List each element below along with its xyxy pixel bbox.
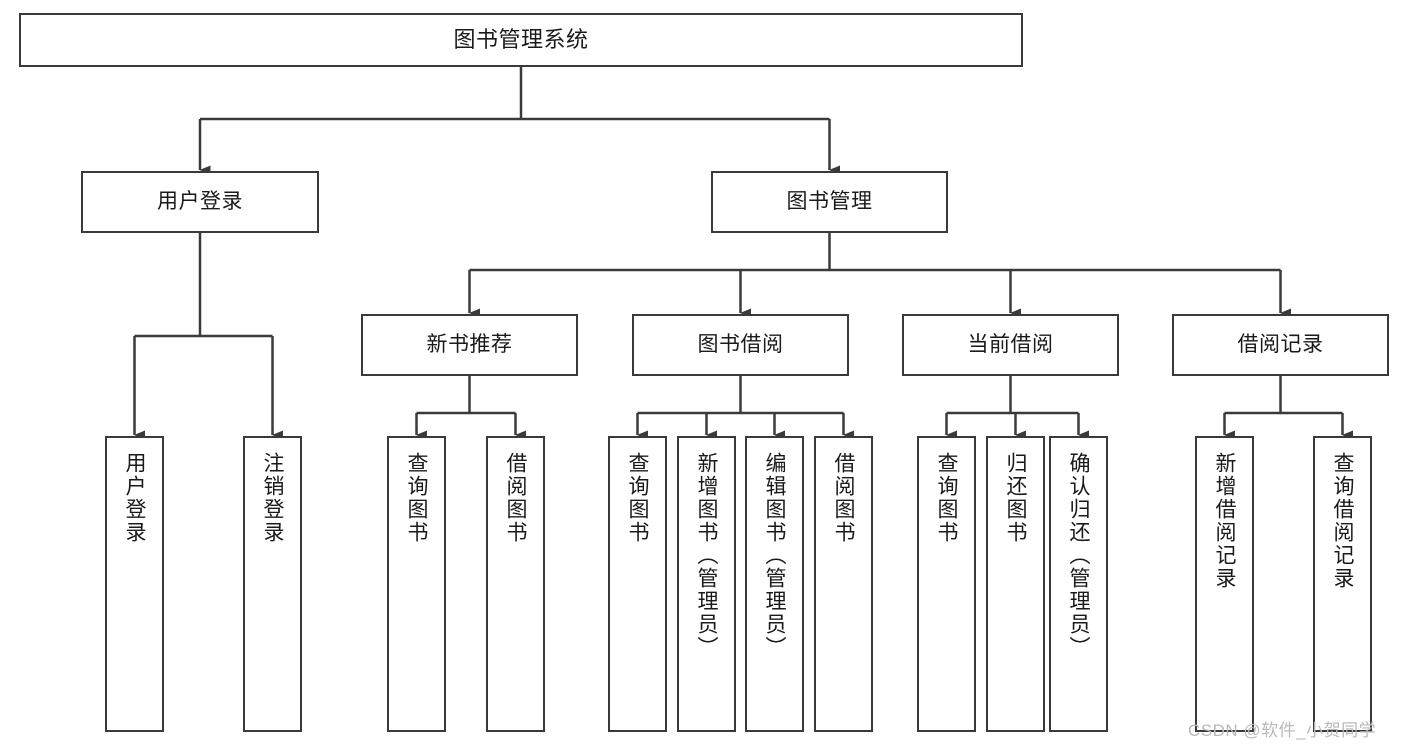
node-label: 确认归还（管理员） xyxy=(1067,452,1090,659)
node-label: 借阅记录 xyxy=(1237,333,1324,357)
leaf-confirm-return-admin[interactable]: 确认归还（管理员） xyxy=(1049,436,1108,732)
node-book-manage[interactable]: 图书管理 xyxy=(711,171,948,233)
leaf-return-book[interactable]: 归还图书 xyxy=(986,436,1045,732)
leaf-borrow-book[interactable]: 借阅图书 xyxy=(814,436,873,732)
node-label: 新书推荐 xyxy=(426,333,513,357)
node-label: 归还图书 xyxy=(1004,452,1027,544)
node-label: 查询图书 xyxy=(405,452,428,544)
node-label: 新增图书（管理员） xyxy=(695,452,718,659)
node-book-borrow[interactable]: 图书借阅 xyxy=(632,314,849,376)
node-label: 注销登录 xyxy=(261,452,284,544)
node-label: 图书管理 xyxy=(786,190,873,214)
leaf-query-book-borrow[interactable]: 查询图书 xyxy=(608,436,667,732)
leaf-query-borrow-record[interactable]: 查询借阅记录 xyxy=(1313,436,1372,732)
node-user-login[interactable]: 用户登录 xyxy=(81,171,319,233)
node-label: 查询图书 xyxy=(935,452,958,544)
node-label: 编辑图书（管理员） xyxy=(763,452,786,659)
leaf-user-login[interactable]: 用户登录 xyxy=(105,436,164,732)
leaf-add-book-admin[interactable]: 新增图书（管理员） xyxy=(677,436,736,732)
node-label: 查询图书 xyxy=(626,452,649,544)
node-new-book-recommend[interactable]: 新书推荐 xyxy=(361,314,578,376)
node-label: 用户登录 xyxy=(157,190,243,214)
node-label: 图书借阅 xyxy=(697,333,784,357)
leaf-query-book-current[interactable]: 查询图书 xyxy=(917,436,976,732)
node-label: 借阅图书 xyxy=(832,452,855,544)
node-label: 新增借阅记录 xyxy=(1213,452,1236,590)
node-root-system[interactable]: 图书管理系统 xyxy=(19,13,1023,67)
leaf-edit-book-admin[interactable]: 编辑图书（管理员） xyxy=(745,436,804,732)
leaf-query-book-recommend[interactable]: 查询图书 xyxy=(387,436,446,732)
node-label: 用户登录 xyxy=(123,452,146,544)
node-label: 图书管理系统 xyxy=(453,26,589,52)
leaf-add-borrow-record[interactable]: 新增借阅记录 xyxy=(1195,436,1254,732)
node-current-borrow[interactable]: 当前借阅 xyxy=(902,314,1119,376)
node-label: 当前借阅 xyxy=(967,333,1054,357)
csdn-watermark: CSDN @软件_小贺同学 xyxy=(1188,721,1377,740)
node-label: 查询借阅记录 xyxy=(1331,452,1354,590)
leaf-borrow-book-recommend[interactable]: 借阅图书 xyxy=(486,436,545,732)
node-label: 借阅图书 xyxy=(504,452,527,544)
node-borrow-record[interactable]: 借阅记录 xyxy=(1172,314,1389,376)
leaf-logout[interactable]: 注销登录 xyxy=(243,436,302,732)
